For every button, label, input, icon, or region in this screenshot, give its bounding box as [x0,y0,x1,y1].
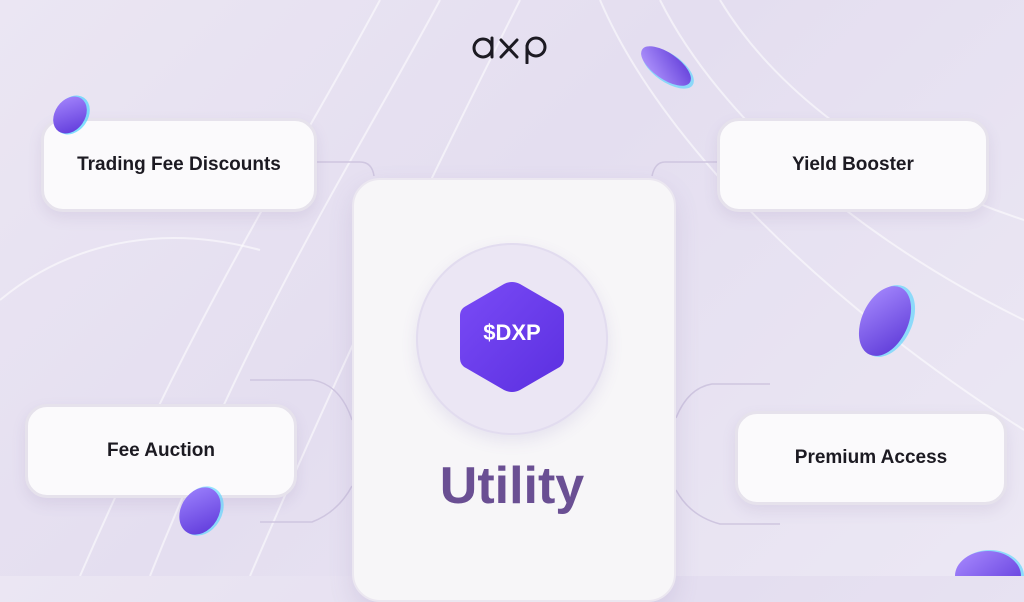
brand-logo: dxp [462,28,562,68]
yield-booster-card: Yield Booster [717,118,989,212]
premium-access-label: Premium Access [794,447,948,468]
fee-auction-card: Fee Auction [25,404,297,498]
utility-title: Utility [439,457,585,515]
fee-auction-label: Fee Auction [106,440,216,461]
premium-access-card: Premium Access [735,411,1007,505]
trading-fee-discounts-label: Trading Fee Discounts [77,154,281,175]
coin-icon [858,285,916,357]
dxp-logo-icon [472,36,547,64]
token-label: $DXP [483,320,541,345]
coin-icon [641,46,694,89]
trading-fee-discounts-card: Trading Fee Discounts [41,118,317,212]
coin-icon [53,95,90,135]
coin-icon [179,486,224,536]
hexagon-token-icon [460,282,564,392]
yield-booster-label: Yield Booster [792,154,914,175]
coin-icon [955,550,1024,576]
